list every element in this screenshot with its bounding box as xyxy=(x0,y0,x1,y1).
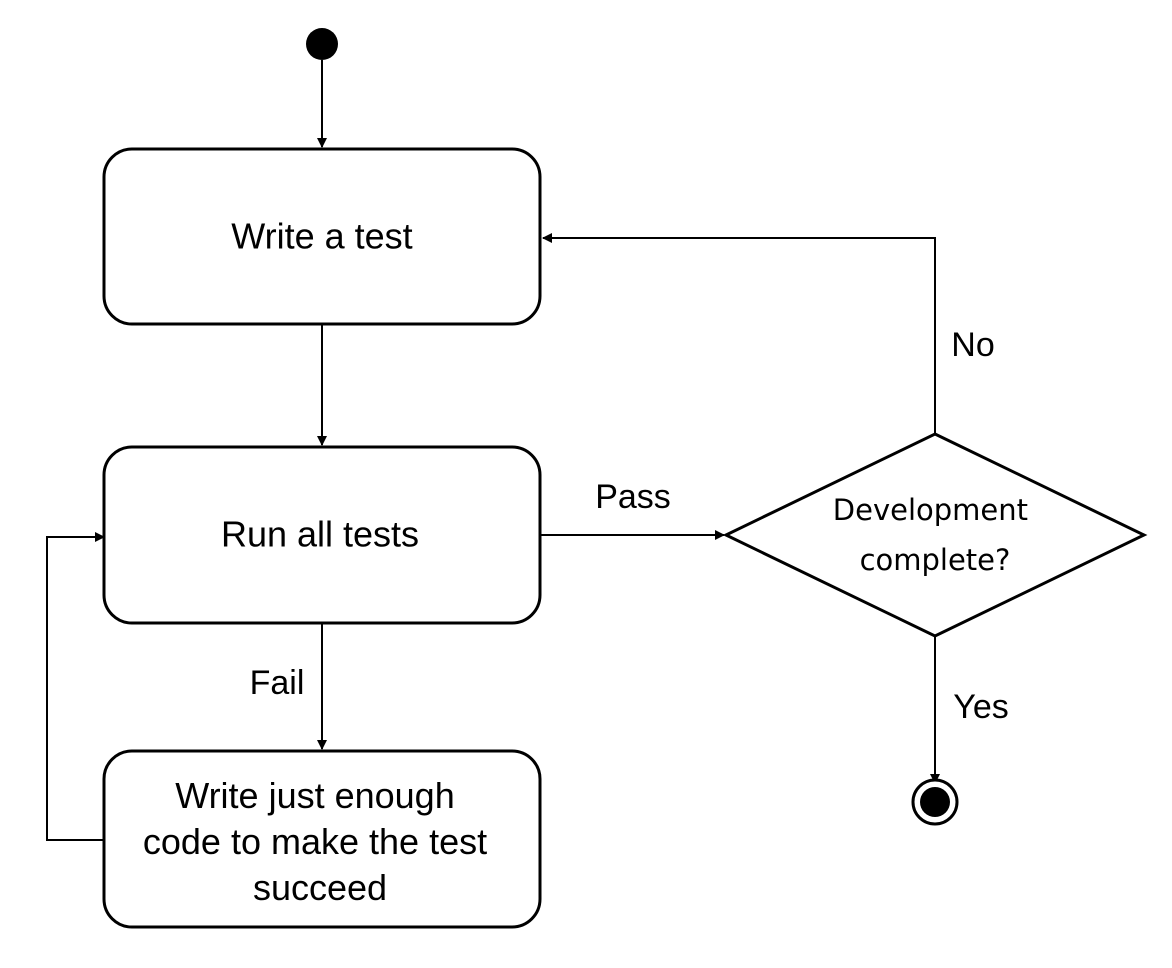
write-test-label: Write a test xyxy=(231,216,412,257)
edge-decision-to-write-test xyxy=(542,233,936,434)
decision-line-2: complete? xyxy=(860,543,1011,577)
write-test-node xyxy=(102,147,542,326)
write-code-line-3: succeed xyxy=(253,867,387,908)
decision-label: Development complete? xyxy=(833,493,1037,577)
yes-label: Yes xyxy=(953,688,1008,726)
start-node xyxy=(306,28,338,60)
write-code-line-1: Write just enough xyxy=(175,775,455,816)
write-code-label: Write just enough code to make the test … xyxy=(143,775,497,908)
end-node-inner xyxy=(920,787,950,817)
decision-line-1: Development xyxy=(833,493,1028,527)
write-code-node xyxy=(102,749,542,929)
write-code-line-2: code to make the test xyxy=(143,821,487,862)
no-label: No xyxy=(951,326,994,364)
pass-label: Pass xyxy=(595,478,671,516)
fail-label: Fail xyxy=(250,664,305,702)
decision-node xyxy=(722,432,1148,638)
edge-write-code-to-run-tests xyxy=(46,532,106,841)
run-tests-label: Run all tests xyxy=(221,514,419,555)
run-tests-node xyxy=(102,445,542,625)
